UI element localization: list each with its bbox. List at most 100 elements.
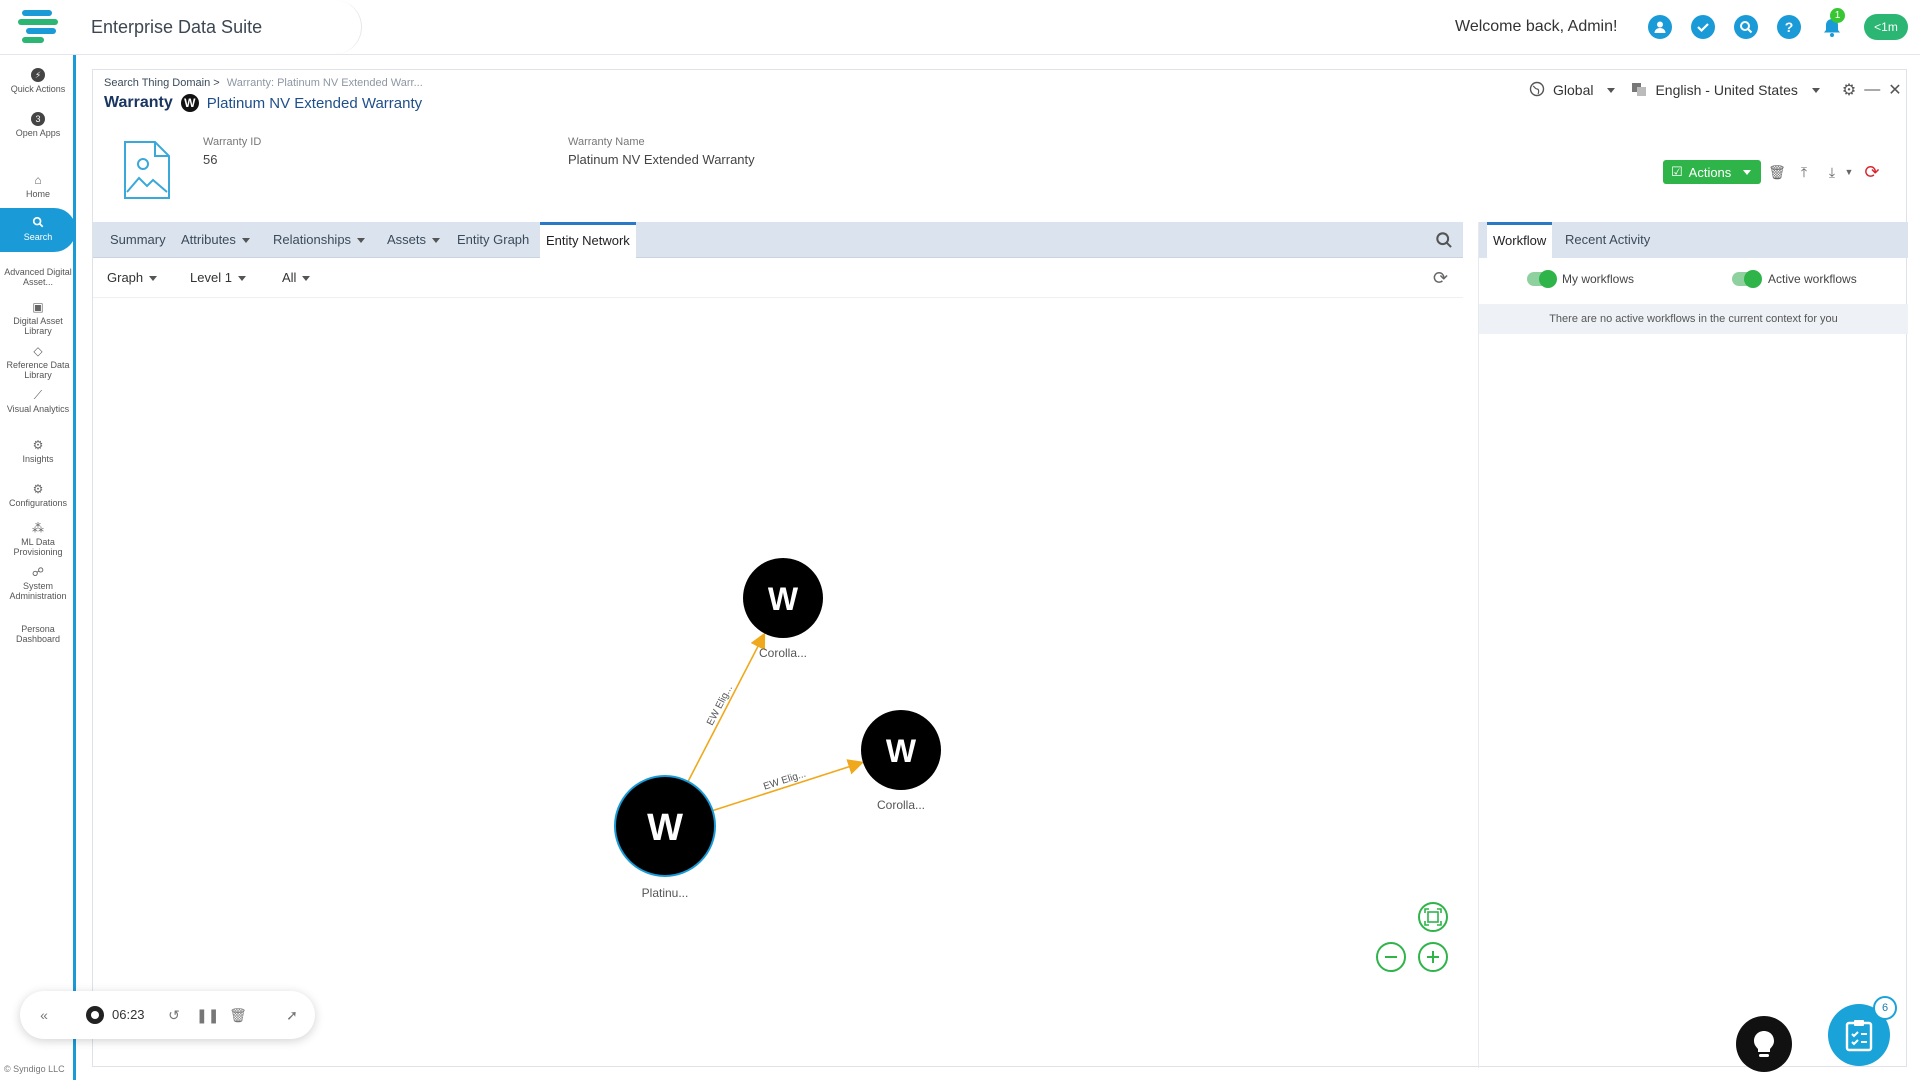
sidebar-item-home[interactable]: ⌂ Home xyxy=(0,173,76,199)
empty-workflows-message: There are no active workflows in the cur… xyxy=(1479,304,1908,334)
zoom-out-icon[interactable] xyxy=(1376,942,1406,972)
warranty-id-label: Warranty ID xyxy=(203,136,262,148)
help-icon[interactable]: ? xyxy=(1777,15,1801,39)
close-icon[interactable]: ✕ xyxy=(1888,82,1902,99)
gear-icon: ⚙ xyxy=(32,482,44,496)
session-timer[interactable]: <1m xyxy=(1864,14,1908,40)
context-bar: Global English - United States ⚙ — ✕ xyxy=(1529,80,1902,100)
network-edge[interactable]: EW Elig... xyxy=(712,759,865,812)
active-workflows-toggle[interactable] xyxy=(1732,270,1762,288)
tab-recent-activity[interactable]: Recent Activity xyxy=(1565,232,1651,247)
network-node-primary[interactable]: W Platinu... xyxy=(614,775,716,900)
app-logo[interactable] xyxy=(18,10,62,44)
edit-check-icon: ☑ xyxy=(1671,164,1683,179)
minimize-icon[interactable]: — xyxy=(1864,81,1881,98)
network-node[interactable]: W Corolla... xyxy=(743,558,823,660)
pause-icon[interactable]: ❚❚ xyxy=(196,1007,220,1023)
sidebar-item-search[interactable]: Search xyxy=(0,208,76,252)
sidebar-item-label: Persona Dashboard xyxy=(15,624,61,644)
network-graph-area[interactable]: EW Elig... EW Elig... W Platinu... W Cor… xyxy=(93,298,1463,1068)
filter-select[interactable]: All xyxy=(282,270,311,285)
sidebar-item-label: Reference Data Library xyxy=(6,360,70,380)
context-select[interactable]: Global xyxy=(1553,82,1594,98)
network-edge[interactable]: EW Elig... xyxy=(687,632,766,782)
entity-type: Warranty xyxy=(104,94,173,111)
chevron-down-icon xyxy=(237,276,246,282)
title-divider xyxy=(282,0,362,54)
sidebar-item-label: ML Data Provisioning xyxy=(13,537,63,557)
open-apps-count: 3 xyxy=(31,112,45,126)
restart-icon[interactable]: ↺ xyxy=(168,1007,180,1023)
tab-attributes[interactable]: Attributes xyxy=(181,222,250,258)
network-icon: ⁂ xyxy=(32,521,44,535)
task-check-icon[interactable] xyxy=(1691,15,1715,39)
warranty-name-label: Warranty Name xyxy=(568,136,645,148)
sidebar-item-quick-actions[interactable]: ⚡ Quick Actions xyxy=(0,68,76,94)
refresh-icon[interactable]: ⟳ xyxy=(1864,162,1880,182)
sidebar-item-label: Digital Asset Library xyxy=(13,316,63,336)
sidebar-item-persona-dashboard[interactable]: Persona Dashboard xyxy=(0,624,76,644)
record-icon[interactable] xyxy=(86,1006,104,1024)
home-icon: ⌂ xyxy=(34,173,42,187)
sidebar-item-advanced-digital-asset[interactable]: Advanced Digital Asset... xyxy=(0,267,76,287)
sidebar-item-configurations[interactable]: ⚙ Configurations xyxy=(0,482,76,508)
sidebar-item-reference-data-library[interactable]: ◇ Reference Data Library xyxy=(0,344,76,380)
sidebar-item-system-administration[interactable]: ☍ System Administration xyxy=(0,565,76,601)
trash-icon[interactable]: 🗑 xyxy=(229,1007,247,1023)
network-node[interactable]: W Corolla... xyxy=(861,710,941,812)
sidebar-item-label: Open Apps xyxy=(15,128,61,138)
tab-workflow[interactable]: Workflow xyxy=(1487,222,1553,258)
sidebar-item-ml-data-provisioning[interactable]: ⁂ ML Data Provisioning xyxy=(0,521,76,557)
upload-icon[interactable]: ⤒ xyxy=(1800,164,1808,180)
search-icon xyxy=(31,216,45,230)
collapse-icon[interactable]: « xyxy=(40,1007,48,1023)
chevron-down-icon xyxy=(241,238,250,244)
chevron-down-icon xyxy=(149,276,158,282)
admin-icon: ☍ xyxy=(31,565,45,579)
chevron-down-icon xyxy=(357,238,366,244)
search-icon[interactable] xyxy=(1734,15,1758,39)
download-icon[interactable]: ⤓ xyxy=(1828,164,1836,180)
gear-icon[interactable]: ⚙ xyxy=(1841,82,1857,99)
level-select[interactable]: Level 1 xyxy=(190,270,246,285)
sidebar-item-open-apps[interactable]: 3 Open Apps xyxy=(0,112,76,138)
delete-icon[interactable]: 🗑 xyxy=(1768,164,1786,180)
user-icon[interactable] xyxy=(1648,15,1672,39)
sidebar-item-label: Advanced Digital Asset... xyxy=(4,267,72,287)
tab-entity-graph[interactable]: Entity Graph xyxy=(457,232,530,247)
refresh-icon[interactable]: ⟳ xyxy=(1433,268,1449,288)
lightbulb-icon[interactable] xyxy=(1736,1016,1792,1072)
screen-recorder: « 06:23 ↺ ❚❚ 🗑 ➚ xyxy=(20,991,315,1039)
sidebar-item-label: Home xyxy=(25,189,50,199)
search-icon[interactable] xyxy=(1435,231,1453,254)
chevron-down-icon[interactable] xyxy=(1607,87,1616,93)
bolt-icon: ⚡ xyxy=(31,68,45,82)
tab-summary[interactable]: Summary xyxy=(110,232,166,247)
pointer-icon[interactable]: ➚ xyxy=(286,1007,298,1023)
sidebar-item-visual-analytics[interactable]: ⟋ Visual Analytics xyxy=(0,388,76,414)
sidebar-item-label: Insights xyxy=(22,454,54,464)
sidebar-item-label: Search xyxy=(23,232,53,242)
node-label: Corolla... xyxy=(877,798,925,812)
chevron-down-icon[interactable]: ▼ xyxy=(1844,167,1854,177)
tab-relationships[interactable]: Relationships xyxy=(273,222,366,258)
locale-select[interactable]: English - United States xyxy=(1655,82,1798,98)
sidebar-item-digital-asset-library[interactable]: ▣ Digital Asset Library xyxy=(0,300,76,336)
tab-entity-network[interactable]: Entity Network xyxy=(540,222,636,258)
entity-name: Platinum NV Extended Warranty xyxy=(206,94,423,112)
app-title: Enterprise Data Suite xyxy=(91,17,263,37)
chevron-down-icon xyxy=(302,276,311,282)
node-label: Platinu... xyxy=(642,886,689,900)
my-workflows-toggle[interactable] xyxy=(1527,270,1557,288)
fit-to-screen-icon[interactable] xyxy=(1418,902,1448,932)
recording-time: 06:23 xyxy=(112,1007,145,1022)
chevron-down-icon[interactable] xyxy=(1811,87,1820,93)
sidebar-item-insights[interactable]: ⚙ Insights xyxy=(0,438,76,464)
tab-assets[interactable]: Assets xyxy=(387,222,441,258)
tag-icon: ◇ xyxy=(33,344,43,358)
actions-button[interactable]: ☑ Actions xyxy=(1663,160,1761,184)
graph-controls: Graph Level 1 All ⟳ xyxy=(93,258,1463,298)
view-select[interactable]: Graph xyxy=(107,270,158,285)
zoom-in-icon[interactable] xyxy=(1418,942,1448,972)
breadcrumb-root[interactable]: Search Thing Domain xyxy=(104,77,211,89)
